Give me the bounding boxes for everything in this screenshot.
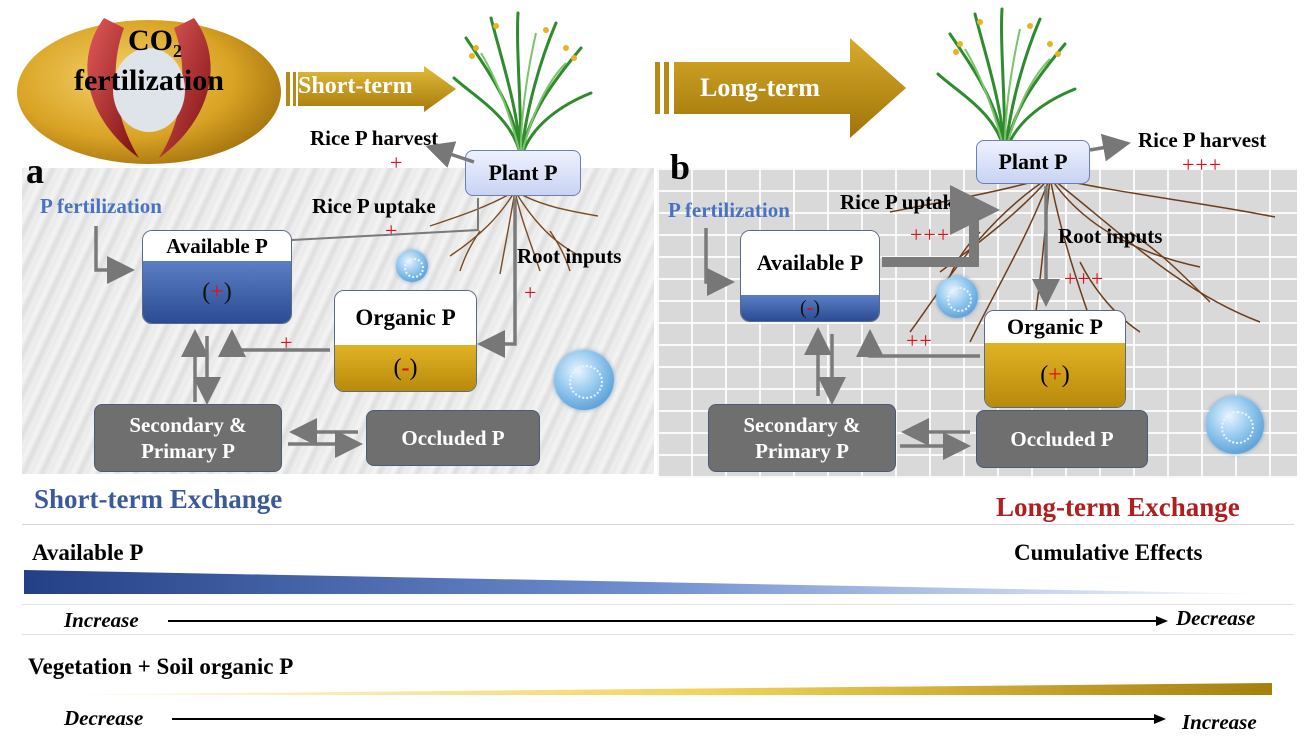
available-close-a: ) xyxy=(223,278,232,305)
long-term-exchange-title: Long-term Exchange xyxy=(996,492,1240,522)
row1-right-label: Decrease xyxy=(1176,606,1256,630)
available-sign-a: + xyxy=(210,278,224,305)
available-open-a: ( xyxy=(202,278,211,305)
panel-b-letter: b xyxy=(670,147,691,187)
available-p-sign-b: (-) xyxy=(741,295,879,321)
root-sign-b: +++ xyxy=(1064,266,1105,291)
harvest-sign-a: + xyxy=(390,150,403,175)
co2-icon xyxy=(14,8,284,166)
available-open-b: ( xyxy=(799,296,807,319)
rice-p-harvest-label-b: Rice P harvest xyxy=(1138,128,1267,152)
uptake-sign-a: + xyxy=(385,218,398,243)
available-p-gradient-wedge xyxy=(24,570,1272,594)
microbe-icon xyxy=(396,250,428,282)
microbe-icon xyxy=(1206,396,1264,454)
rice-p-uptake-label-a: Rice P uptake xyxy=(312,194,436,218)
row1-arrow xyxy=(168,612,1170,630)
p-fertilization-label-b: P fertilization xyxy=(668,198,790,222)
short-term-label: Short-term xyxy=(298,73,413,99)
organic-p-sign-b: (+) xyxy=(985,343,1125,407)
occluded-p-label-a: Occluded P xyxy=(401,425,505,450)
co2-subscript: 2 xyxy=(173,41,182,61)
harvest-sign-b: +++ xyxy=(1182,152,1223,177)
root-sign-a: + xyxy=(524,280,537,305)
row2-right-label: Increase xyxy=(1182,710,1257,734)
available-p-legend-label: Available P xyxy=(32,540,144,565)
secondary-line1-a: Secondary & xyxy=(129,412,247,437)
rice-p-harvest-label-a: Rice P harvest xyxy=(310,126,439,150)
org-to-avail-sign-b: ++ xyxy=(906,328,933,353)
vegetation-soil-label: Vegetation + Soil organic P xyxy=(28,654,294,679)
available-close-b: ) xyxy=(813,296,820,319)
organic-close-b: ) xyxy=(1061,361,1070,388)
organic-p-label-b: Organic P xyxy=(985,311,1125,343)
occluded-p-box-b: Occluded P xyxy=(976,410,1148,468)
organic-p-box-a: Organic P (-) xyxy=(334,290,477,392)
cumulative-effects-label: Cumulative Effects xyxy=(1014,540,1203,565)
occluded-p-label-b: Occluded P xyxy=(1010,426,1114,451)
short-term-exchange-title: Short-term Exchange xyxy=(34,484,283,514)
fertilization-label: fertilization xyxy=(74,64,224,97)
co2-label: CO2 xyxy=(128,24,182,62)
rice-plant-a-image xyxy=(446,8,596,160)
panel-a-letter: a xyxy=(26,151,44,191)
legend-divider xyxy=(22,604,1294,605)
plant-p-box-b: Plant P xyxy=(976,140,1090,184)
row2-arrow xyxy=(172,710,1168,728)
organic-sign-a: - xyxy=(401,354,410,381)
long-term-arrow xyxy=(652,38,908,138)
secondary-primary-p-box-b: Secondary & Primary P xyxy=(708,404,896,472)
microbe-icon xyxy=(554,350,614,410)
available-p-sign-a: (+) xyxy=(143,261,291,323)
available-p-box-a: Available P (+) xyxy=(142,230,292,324)
microbe-icon xyxy=(936,276,978,318)
p-fertilization-label-a: P fertilization xyxy=(40,194,162,218)
plant-p-box-a: Plant P xyxy=(465,150,581,196)
available-p-box-b: Available P (-) xyxy=(740,230,880,322)
organic-close-a: ) xyxy=(409,354,418,381)
organic-p-label-a: Organic P xyxy=(335,291,476,345)
secondary-primary-p-label-a: Secondary & Primary P xyxy=(129,412,246,465)
available-sign-b: - xyxy=(806,296,814,319)
legend-divider xyxy=(22,524,1294,525)
short-term-arrow xyxy=(286,66,458,112)
secondary-line2-b: Primary P xyxy=(755,439,849,463)
vegetation-gradient-wedge xyxy=(28,682,1272,695)
arrows-panel-b xyxy=(704,133,1131,460)
long-term-label: Long-term xyxy=(700,73,820,102)
uptake-sign-b: +++ xyxy=(910,222,951,247)
occluded-p-box-a: Occluded P xyxy=(366,410,540,466)
available-p-label-a: Available P xyxy=(143,231,291,261)
plant-p-label-a: Plant P xyxy=(488,160,558,185)
row2-left-label: Decrease xyxy=(64,706,144,730)
legend-divider xyxy=(22,634,1294,635)
root-inputs-label-b: Root inputs xyxy=(1058,224,1163,248)
co2-text: CO xyxy=(128,24,173,57)
secondary-line1-b: Secondary & xyxy=(743,412,861,437)
row1-left-label: Increase xyxy=(64,608,139,632)
secondary-line2-a: Primary P xyxy=(141,439,235,463)
secondary-primary-p-box-a: Secondary & Primary P xyxy=(94,404,282,472)
organic-sign-b: + xyxy=(1048,361,1062,388)
arrows-panel-a xyxy=(94,141,517,458)
available-p-label-b: Available P xyxy=(741,231,879,295)
root-inputs-label-a: Root inputs xyxy=(517,244,622,268)
organic-p-sign-a: (-) xyxy=(335,345,476,391)
rice-p-uptake-label-b: Rice P uptake xyxy=(840,190,964,214)
organic-open-b: ( xyxy=(1040,361,1049,388)
secondary-primary-p-label-b: Secondary & Primary P xyxy=(743,412,860,465)
organic-p-box-b: Organic P (+) xyxy=(984,310,1126,408)
plant-p-label-b: Plant P xyxy=(998,149,1068,174)
organic-open-a: ( xyxy=(393,354,402,381)
